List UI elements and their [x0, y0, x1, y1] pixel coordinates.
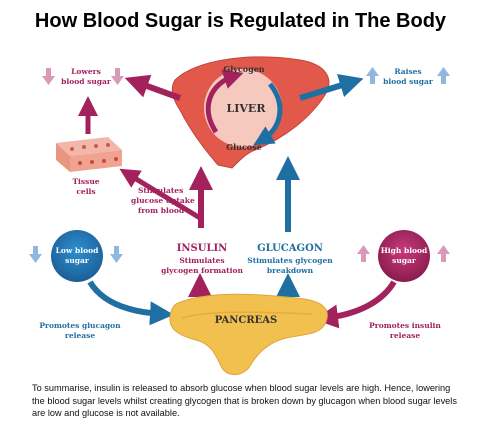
tissue-cells-illustration: [56, 137, 122, 172]
svg-text:PANCREAS: PANCREAS: [215, 315, 278, 326]
blood-sugar-diagram: Glycogen LIVER Glucose Lowers blood suga…: [29, 56, 450, 375]
liver-to-raises-arrow: [299, 74, 364, 101]
svg-text:release: release: [65, 331, 95, 340]
low-sugar-to-pancreas-arrow: [87, 280, 174, 326]
svg-text:blood sugar: blood sugar: [383, 77, 434, 86]
svg-text:High blood: High blood: [381, 246, 428, 255]
svg-text:Stimulates: Stimulates: [179, 256, 224, 265]
svg-text:glycogen formation: glycogen formation: [161, 266, 243, 275]
svg-text:Raises: Raises: [394, 67, 421, 76]
svg-text:Low blood: Low blood: [56, 246, 99, 255]
svg-text:sugar: sugar: [65, 256, 90, 265]
summary-caption: To summarise, insulin is released to abs…: [32, 383, 457, 418]
insulin-to-tissue-arrow: [119, 168, 202, 221]
diagram-title: How Blood Sugar is Regulated in The Body: [34, 10, 447, 32]
down-arrow-icon: [42, 68, 124, 85]
down-arrow-icon: [29, 246, 123, 263]
high-blood-sugar: High blood sugar: [357, 230, 450, 282]
promotes-glucagon-label: Promotes glucagon release: [39, 321, 121, 340]
promotes-insulin-label: Promotes insulin release: [369, 321, 441, 340]
svg-text:INSULIN: INSULIN: [177, 243, 228, 254]
svg-text:from blood: from blood: [138, 206, 185, 215]
glucagon-label: GLUCAGON Stimulates glycogen breakdown: [247, 243, 333, 275]
up-arrow-icon: [366, 67, 450, 84]
low-blood-sugar: Low blood sugar: [29, 230, 123, 282]
svg-text:breakdown: breakdown: [267, 266, 314, 275]
uptake-label: Stimulates glucose uptake from blood: [131, 186, 195, 215]
svg-text:Tissue: Tissue: [72, 177, 99, 186]
up-arrow-icon: [357, 245, 450, 262]
svg-text:sugar: sugar: [392, 256, 417, 265]
high-sugar-to-pancreas-arrow: [314, 280, 397, 329]
lowers-blood-sugar: Lowers blood sugar: [42, 67, 124, 86]
raises-blood-sugar: Raises blood sugar: [366, 67, 450, 86]
svg-text:Stimulates glycogen: Stimulates glycogen: [247, 256, 333, 265]
liver-to-lowers-arrow: [124, 74, 182, 101]
svg-text:blood sugar: blood sugar: [61, 77, 112, 86]
svg-text:Promotes glucagon: Promotes glucagon: [39, 321, 121, 330]
svg-text:Stimulates: Stimulates: [138, 186, 183, 195]
glucose-to-glycogen-arrow: [205, 69, 244, 134]
svg-text:GLUCAGON: GLUCAGON: [257, 243, 323, 254]
pancreas-organ: PANCREAS: [169, 293, 328, 375]
glycogen-label: Glycogen: [223, 64, 264, 74]
glycogen-to-glucose-arrow: [253, 82, 283, 146]
glucose-label: Glucose: [226, 142, 262, 152]
svg-text:Lowers: Lowers: [71, 67, 101, 76]
svg-text:release: release: [390, 331, 420, 340]
svg-text:glucose uptake: glucose uptake: [131, 196, 195, 205]
svg-text:cells: cells: [76, 187, 95, 196]
insulin-label: INSULIN Stimulates glycogen formation: [161, 243, 243, 275]
svg-text:Promotes insulin: Promotes insulin: [369, 321, 441, 330]
liver-label: LIVER: [227, 102, 267, 115]
